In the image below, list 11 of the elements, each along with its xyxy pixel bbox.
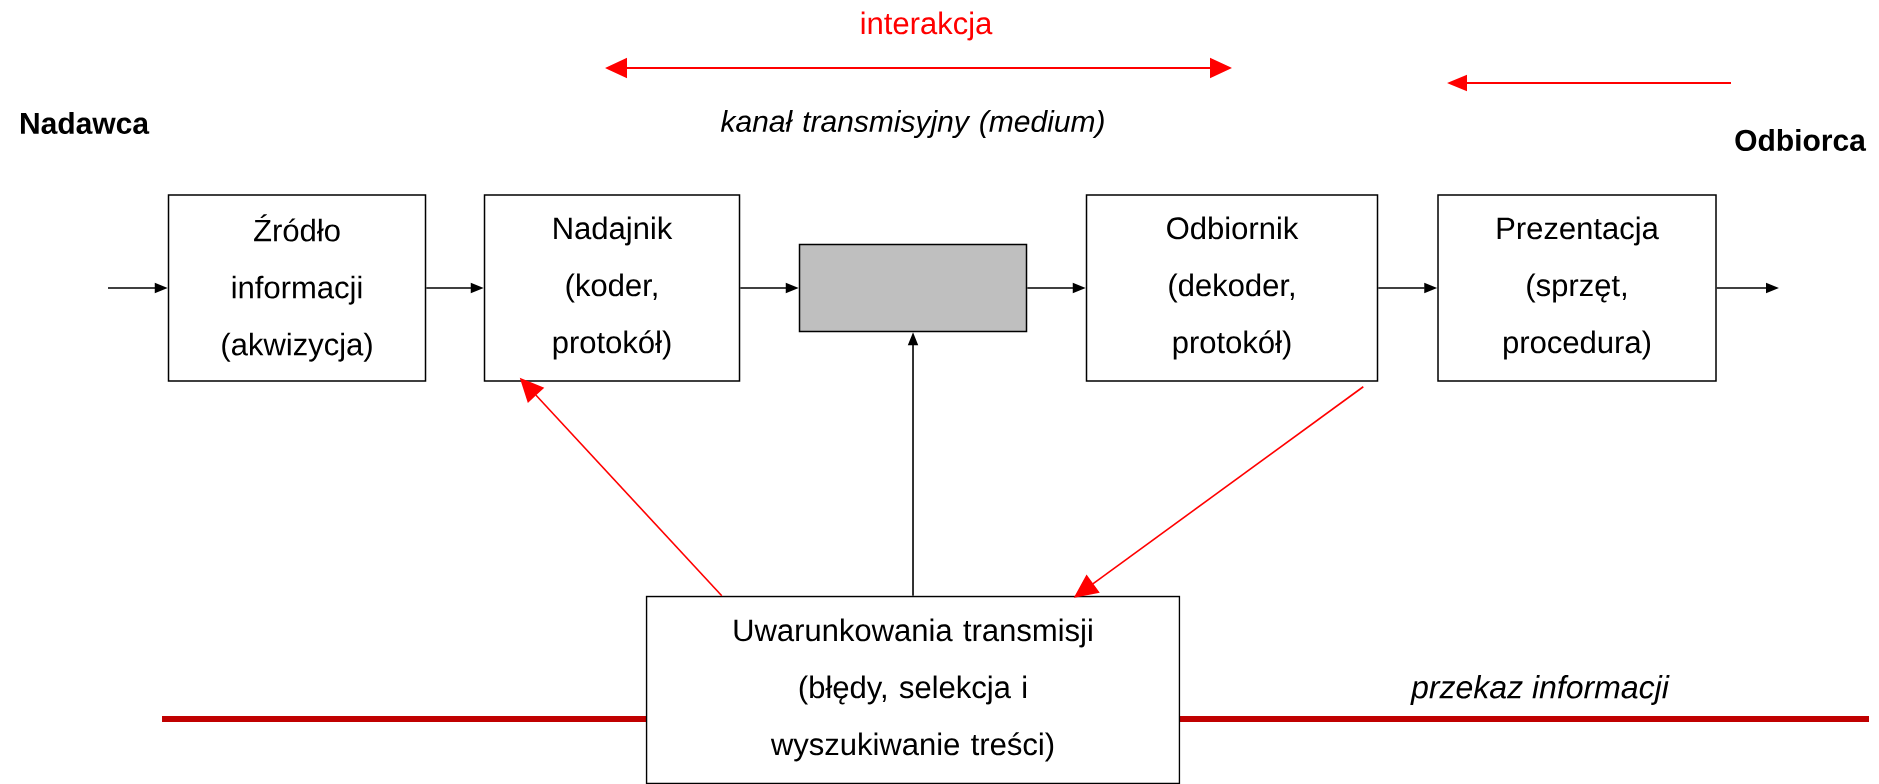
process-box: Uwarunkowania transmisji (błędy, selekcja i wyszukiwanie treści)	[645, 595, 1181, 784]
channel-box	[798, 243, 1028, 333]
channel-label: kanał transmisyjny (medium)	[720, 110, 1104, 138]
process-box: Prezentacja (sprzęt, procedura)	[1437, 194, 1717, 382]
process-box: Nadajnik (koder, protokół)	[483, 194, 741, 382]
annotation: interakcja	[861, 11, 993, 41]
side-label: Nadawca	[21, 112, 150, 134]
side-label: Odbiorca	[1735, 129, 1867, 151]
process-box: Źródło informacji (akwizycja)	[167, 194, 427, 382]
process-box: Odbiornik (dekoder, protokół)	[1085, 194, 1379, 382]
annotation: przekaz informacji	[1410, 675, 1670, 705]
